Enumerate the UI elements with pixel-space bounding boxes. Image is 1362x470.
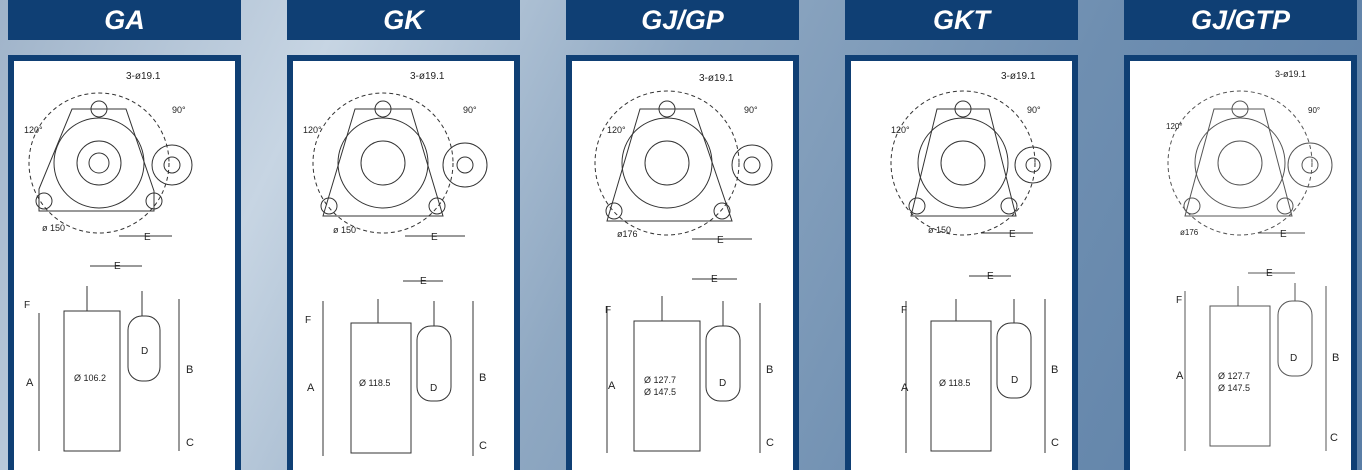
model-column-gk: GK 3-ø19.1 90° 120° ø 150 E E F (287, 0, 520, 470)
bolt-circle (28, 92, 170, 234)
compressor-drawing: 3-ø19.1 90° 120° ø 150 E E F A B C D Ø 1… (303, 71, 488, 456)
pin-label: 3-ø19.1 (126, 71, 161, 82)
b-label: B (1051, 364, 1058, 376)
f-label: F (305, 315, 311, 326)
angle-120-label: 120° (24, 125, 43, 135)
model-title: GA (8, 0, 241, 40)
a-label: A (901, 382, 909, 394)
model-column-ga: GA 3-ø19.1 90° 120° ø 150 E E F (8, 0, 241, 470)
dia2-label: Ø 147.5 (644, 387, 676, 397)
angle-120-label: 120° (303, 125, 322, 135)
c-label: C (186, 437, 194, 449)
model-title: GJ/GP (566, 0, 799, 40)
dia-top-label: ø176 (617, 229, 638, 239)
a-label: A (307, 382, 315, 394)
b-label: B (186, 364, 193, 376)
angle-90-label: 90° (744, 105, 758, 115)
compressor-drawing: 3-ø19.1 90° 120° ø 150 E E F A B C D Ø 1… (24, 71, 194, 452)
e-label: E (1009, 229, 1016, 240)
e-label-2: E (987, 271, 994, 282)
d-label: D (430, 383, 437, 394)
e-label-2: E (711, 274, 718, 285)
a-label: A (608, 380, 616, 392)
compressor-drawing: 3-ø19.1 90° 120° ø176 E E F A B C D Ø 12… (1166, 69, 1339, 451)
pin-label: 3-ø19.1 (699, 73, 734, 84)
e-label-2: E (420, 276, 427, 287)
b-label: B (766, 364, 773, 376)
dia-top-label: ø 150 (333, 225, 356, 235)
model-column-gkt: GKT 3-ø19.1 90° 120° ø 150 E E F (845, 0, 1078, 470)
d-label: D (719, 378, 726, 389)
b-label: B (479, 372, 486, 384)
drawing-panel: 3-ø19.1 90° 120° ø176 E E F A B C D Ø 12… (566, 55, 799, 470)
pin-label: 3-ø19.1 (1001, 71, 1036, 82)
model-title: GKT (845, 0, 1078, 40)
dia1-label: Ø 106.2 (74, 373, 106, 383)
dia1-label: Ø 118.5 (359, 378, 390, 388)
dia1-label: Ø 127.7 (1218, 371, 1250, 381)
c-label: C (766, 437, 774, 449)
a-label: A (1176, 370, 1184, 382)
e-label-2: E (114, 261, 121, 272)
angle-90-label: 90° (1308, 106, 1320, 115)
dia1-label: Ø 118.5 (939, 378, 970, 388)
pin-label: 3-ø19.1 (410, 71, 445, 82)
model-column-gjgtp: GJ/GTP 3-ø19.1 90° 120° ø176 E E F (1124, 0, 1357, 470)
angle-120-label: 120° (1166, 122, 1183, 131)
c-label: C (479, 440, 487, 452)
f-label: F (1176, 295, 1182, 306)
angle-90-label: 90° (1027, 105, 1041, 115)
drawing-panel: 3-ø19.1 90° 120° ø 150 E E F A B C D Ø 1… (287, 55, 520, 470)
f-label: F (24, 300, 30, 311)
a-label: A (26, 377, 34, 389)
drawing-panel: 3-ø19.1 90° 120° ø176 E E F A B C D Ø 12… (1124, 55, 1357, 470)
dia-top-label: ø176 (1180, 228, 1199, 237)
drawing-panel: 3-ø19.1 90° 120° ø 150 E E F A B C D Ø 1… (8, 55, 241, 470)
d-label: D (1290, 353, 1297, 364)
pin-label: 3-ø19.1 (1275, 69, 1306, 79)
f-label: F (901, 305, 907, 316)
e-label: E (431, 232, 438, 243)
model-title: GK (287, 0, 520, 40)
d-label: D (141, 346, 148, 357)
e-label: E (1280, 229, 1287, 240)
angle-90-label: 90° (172, 105, 186, 115)
angle-120-label: 120° (607, 125, 626, 135)
dia-top-label: ø 150 (42, 223, 65, 233)
dia1-label: Ø 127.7 (644, 375, 676, 385)
model-column-gjgp: GJ/GP 3-ø19.1 90° 120° ø176 E E F (566, 0, 799, 470)
drawing-panel: 3-ø19.1 90° 120° ø 150 E E F A B C D Ø 1… (845, 55, 1078, 470)
compressor-drawing: 3-ø19.1 90° 120° ø 150 E E F A B C D Ø 1… (890, 71, 1059, 453)
e-label: E (144, 232, 151, 243)
dia-top-label: ø 150 (928, 225, 951, 235)
dia2-label: Ø 147.5 (1218, 383, 1250, 393)
f-label: F (605, 305, 611, 316)
d-label: D (1011, 375, 1018, 386)
c-label: C (1330, 432, 1338, 444)
angle-90-label: 90° (463, 105, 477, 115)
c-label: C (1051, 437, 1059, 449)
angle-120-label: 120° (891, 125, 910, 135)
e-label-2: E (1266, 268, 1273, 279)
b-label: B (1332, 352, 1339, 364)
compressor-drawing: 3-ø19.1 90° 120° ø176 E E F A B C D Ø 12… (594, 73, 774, 453)
model-title: GJ/GTP (1124, 0, 1357, 40)
e-label: E (717, 235, 724, 246)
